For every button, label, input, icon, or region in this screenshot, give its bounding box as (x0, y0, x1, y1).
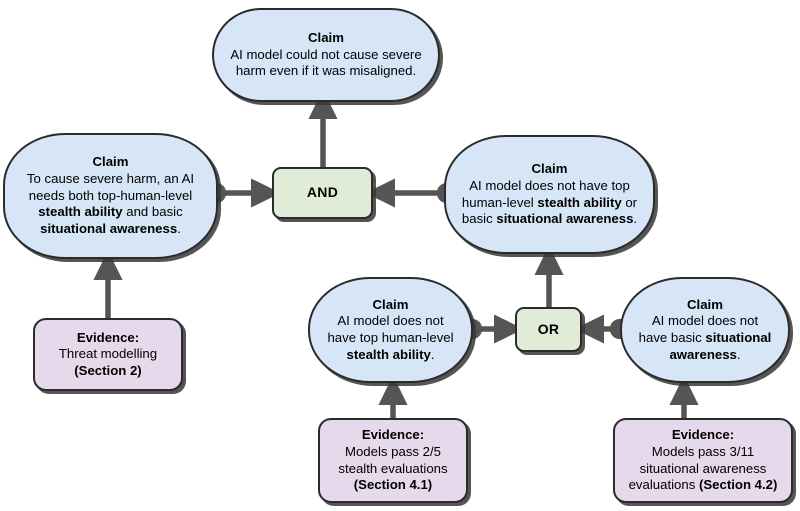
node-line: To cause severe harm, an AI (26, 171, 195, 187)
node-line: have top human-level (327, 330, 454, 345)
node-line: situational awareness (639, 460, 767, 476)
node-line: AI model does not (651, 313, 759, 329)
node-right-claim[interactable]: Claim AI model does not have top human-l… (444, 135, 655, 254)
node-line: Threat modelling (58, 346, 158, 362)
node-line: evaluations (Section 4.2) (628, 477, 778, 493)
node-and-gate[interactable]: AND (272, 167, 373, 219)
node-line: AI model does not have top (469, 177, 630, 193)
node-line: have basic situational (638, 330, 772, 345)
node-title: Claim (92, 154, 129, 170)
node-title: Claim (687, 296, 723, 312)
node-evidence-threat[interactable]: Evidence: Threat modelling (Section 2) (33, 318, 183, 391)
node-line: awareness. (669, 346, 741, 362)
node-line: harm even if it was misaligned. (235, 63, 417, 79)
node-line: Models pass 2/5 (344, 443, 442, 459)
node-line: AI model could not cause severe (230, 46, 422, 62)
node-line: stealth ability and basic (38, 204, 183, 220)
node-line: situational awareness. (40, 220, 181, 236)
node-line: (Section 4.1) (353, 477, 433, 493)
node-top-claim[interactable]: Claim AI model could not cause severe ha… (212, 8, 440, 102)
node-evidence-awareness[interactable]: Evidence: Models pass 3/11 situational a… (613, 418, 793, 503)
gate-label: AND (306, 184, 339, 201)
node-awareness-claim[interactable]: Claim AI model does not have basic situa… (620, 277, 790, 383)
node-line: Models pass 3/11 (651, 443, 755, 459)
node-line: stealth evaluations (338, 460, 448, 476)
node-title: Claim (308, 30, 344, 46)
gate-label: OR (537, 320, 560, 337)
node-evidence-stealth[interactable]: Evidence: Models pass 2/5 stealth evalua… (318, 418, 468, 503)
node-or-gate[interactable]: OR (515, 307, 582, 352)
node-line: (Section 2) (74, 362, 142, 378)
node-title: Claim (372, 296, 409, 312)
node-title: Evidence: (671, 427, 735, 443)
node-stealth-claim[interactable]: Claim AI model does not have top human-l… (308, 277, 473, 383)
node-title: Evidence: (76, 329, 140, 345)
node-line: needs both top-human-level (28, 187, 193, 203)
node-title: Claim (531, 161, 568, 177)
node-line: AI model does not (337, 313, 444, 329)
node-line: basic situational awareness. (461, 211, 638, 227)
node-title: Evidence: (361, 427, 425, 443)
node-line: stealth ability. (346, 346, 435, 362)
node-left-claim[interactable]: Claim To cause severe harm, an AI needs … (3, 133, 218, 259)
node-line: human-level stealth ability or (461, 194, 638, 210)
